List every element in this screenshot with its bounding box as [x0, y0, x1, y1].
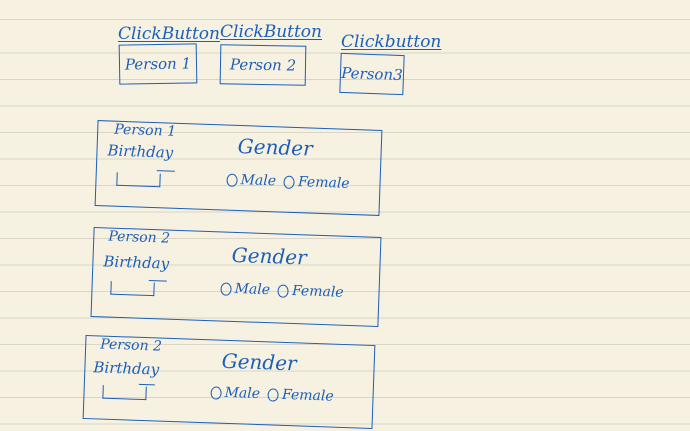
gender-label: Gender: [221, 348, 298, 376]
female-label: Female: [281, 386, 334, 405]
female-label: Female: [297, 174, 350, 192]
gender-option-male[interactable]: Male: [226, 172, 277, 190]
gender-option-female[interactable]: Female: [283, 174, 350, 192]
gender-label: Gender: [231, 242, 308, 270]
birthday-label: Birthday: [93, 358, 160, 379]
person-1-button-label: Person 1: [124, 54, 192, 74]
female-radio[interactable]: [283, 175, 296, 189]
gender-options: Male Female: [226, 172, 354, 192]
gender-option-male[interactable]: Male: [210, 384, 260, 402]
birthday-input[interactable]: [102, 384, 147, 401]
birthday-field-line: [156, 170, 175, 172]
birthday-label: Birthday: [103, 252, 170, 273]
female-label: Female: [291, 282, 344, 301]
form-title: Person 2: [108, 228, 171, 247]
gender-label: Gender: [237, 133, 314, 161]
male-label: Male: [240, 172, 277, 190]
gender-option-female[interactable]: Female: [277, 282, 344, 301]
male-radio[interactable]: [220, 281, 232, 296]
button-caption-1: ClickButton: [118, 24, 220, 44]
person-2-button[interactable]: Person 2: [219, 44, 307, 86]
button-caption-3: Clickbutton: [341, 32, 442, 52]
male-radio[interactable]: [210, 385, 222, 400]
person-form-2: Person 2 Birthday Gender Male Female: [90, 227, 382, 327]
male-radio[interactable]: [226, 173, 238, 187]
gender-options: Male Female: [220, 280, 348, 301]
gender-option-female[interactable]: Female: [267, 386, 334, 405]
birthday-input[interactable]: [110, 280, 155, 297]
female-radio[interactable]: [267, 387, 280, 402]
form-title: Person 1: [113, 121, 177, 140]
male-label: Male: [234, 280, 271, 299]
person-form-3: Person 2 Birthday Gender Male Female: [82, 334, 376, 430]
gender-options: Male Female: [210, 384, 338, 405]
birthday-label: Birthday: [107, 141, 174, 162]
person-1-button[interactable]: Person 1: [118, 43, 198, 85]
person-3-button[interactable]: Person3: [339, 52, 405, 96]
gender-option-male[interactable]: Male: [220, 280, 270, 298]
person-form-1: Person 1 Birthday Gender Male Female: [94, 120, 383, 216]
male-label: Male: [224, 384, 261, 403]
button-caption-2: ClickButton: [220, 22, 322, 42]
person-3-button-label: Person3: [341, 63, 403, 85]
form-title: Person 2: [99, 336, 163, 355]
female-radio[interactable]: [277, 283, 290, 298]
birthday-input[interactable]: [116, 171, 161, 188]
person-2-button-label: Person 2: [229, 55, 297, 75]
